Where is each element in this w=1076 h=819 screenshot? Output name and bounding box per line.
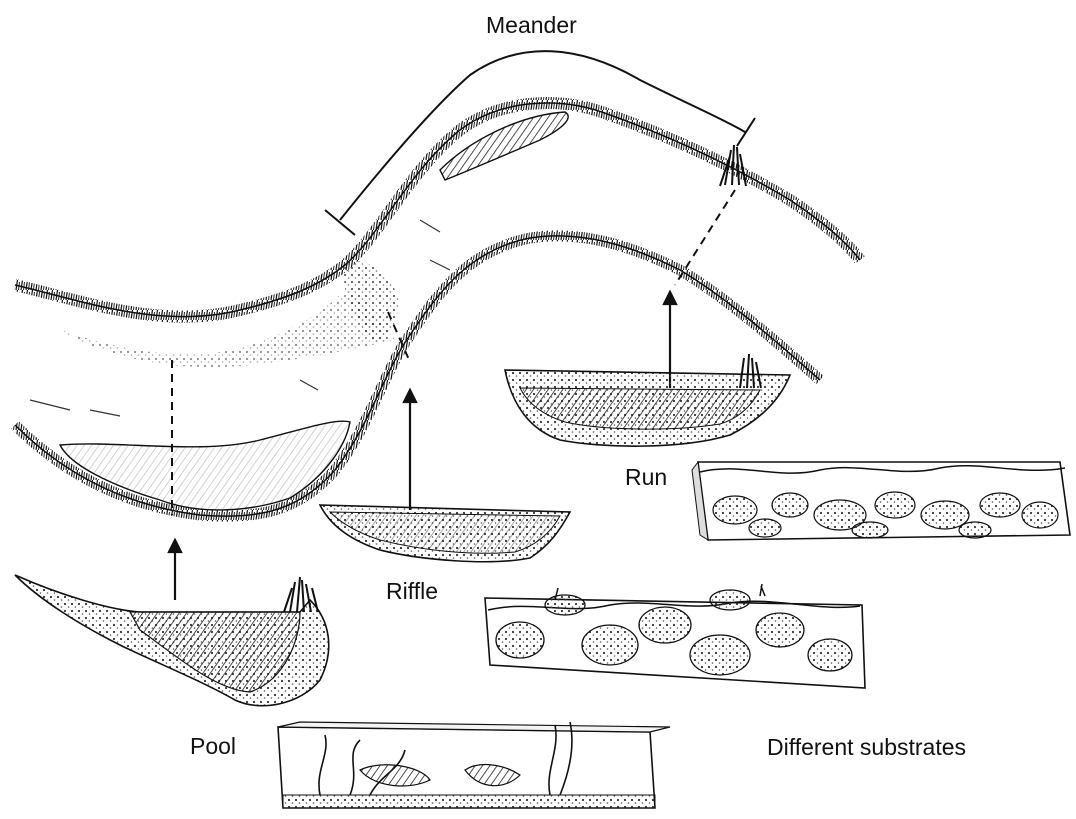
riffle-cross-section	[320, 505, 570, 562]
pool-cross-section	[15, 575, 329, 706]
pool-label: Pool	[190, 733, 236, 760]
substrates-label: Different substrates	[767, 734, 966, 761]
run-label: Run	[625, 464, 667, 491]
meander-label: Meander	[486, 12, 577, 39]
pool-substrate-block	[278, 722, 670, 808]
run-cross-section	[505, 354, 790, 446]
riffle-label: Riffle	[386, 578, 438, 605]
run-substrate-block	[692, 462, 1070, 540]
stream-upper-bank	[15, 103, 860, 317]
riffle-substrate-block	[485, 584, 865, 688]
